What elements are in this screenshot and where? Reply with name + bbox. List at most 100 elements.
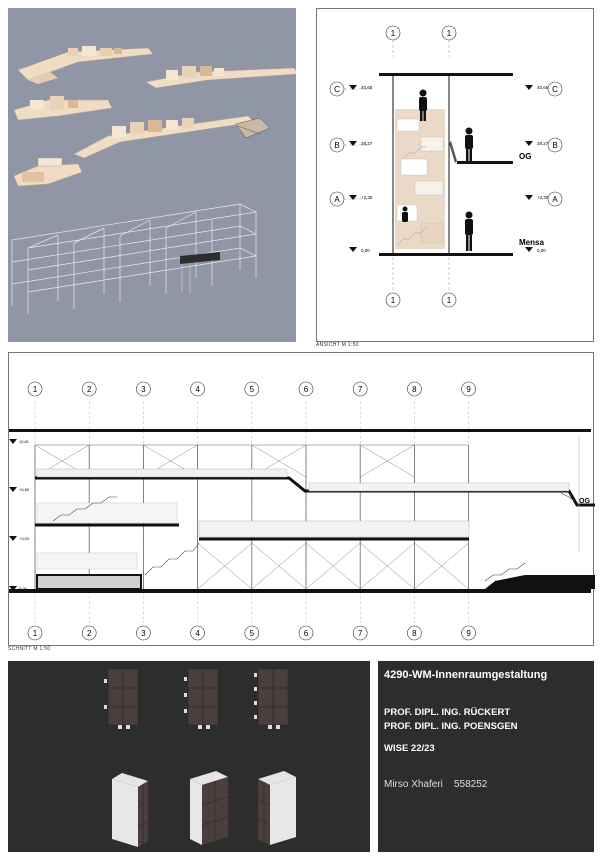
model-lower-left xyxy=(13,157,83,187)
wireframe-opening xyxy=(180,252,220,264)
axis-label: 4 xyxy=(195,629,200,638)
axis-marker-top xyxy=(407,381,422,397)
elevation-markers: 10,81 +6,80 +3,03 0,00 xyxy=(9,439,30,591)
furniture-panel xyxy=(8,661,370,852)
cabinet-drawings xyxy=(104,668,296,847)
axis-marker-top-2: 1 xyxy=(441,25,457,41)
schnitt-caption: SCHNITT M 1:50 xyxy=(8,646,51,652)
professor-1: PROF. DIPL. ING. RÜCKERT xyxy=(384,707,511,718)
model-renderings xyxy=(11,46,299,314)
axis-label: 5 xyxy=(250,385,255,394)
svg-text:+2,30: +2,30 xyxy=(361,195,373,200)
axis-marker-top xyxy=(27,381,43,397)
axis-label: 6 xyxy=(304,629,309,638)
axis-label: 8 xyxy=(412,385,417,394)
svg-text:A: A xyxy=(334,195,340,204)
axis-marker-top xyxy=(190,381,205,397)
axis-label: 2 xyxy=(87,629,92,638)
svg-text:1: 1 xyxy=(447,296,452,305)
figure-people xyxy=(402,89,473,251)
render-panel xyxy=(8,8,299,342)
axis-label: 1 xyxy=(33,629,38,638)
cabinet-front-3 xyxy=(254,668,289,729)
cross-brace xyxy=(251,542,307,590)
axis-label: 7 xyxy=(358,385,363,394)
axis-label: 7 xyxy=(358,629,363,638)
svg-text:10,81: 10,81 xyxy=(19,439,30,444)
stair-middle xyxy=(144,542,200,576)
svg-text:+3,03: +3,03 xyxy=(19,536,30,541)
upper-floor-slab xyxy=(35,476,595,507)
course-title: 4290-WM-Innenraumgestaltung xyxy=(384,669,548,681)
axis-marker-bottom xyxy=(81,625,97,641)
cabinet-iso-3 xyxy=(257,771,296,845)
professor-2: PROF. DIPL. ING. POENSGEN xyxy=(384,721,518,732)
axis-label: 8 xyxy=(412,629,417,638)
axis-marker-top xyxy=(81,381,97,397)
axis-marker-top xyxy=(298,381,314,397)
axis-label: 3 xyxy=(141,385,146,394)
axis-marker-bottom xyxy=(461,625,476,641)
axis-marker-bottom xyxy=(136,625,151,641)
semester: WISE 22/23 xyxy=(384,743,435,754)
axis-marker-top xyxy=(136,381,151,397)
svg-text:0,00: 0,00 xyxy=(361,248,370,253)
svg-text:B: B xyxy=(552,141,557,150)
svg-text:40,65: 40,65 xyxy=(537,85,549,90)
axis-label: 2 xyxy=(87,385,92,394)
svg-text:C: C xyxy=(552,85,558,94)
svg-text:+2,30: +2,30 xyxy=(537,195,549,200)
level-marker-c: C 40,65 C 40,65 xyxy=(329,81,563,97)
svg-text:40,65: 40,65 xyxy=(361,85,373,90)
model-middle-right xyxy=(73,115,271,159)
axis-label: 1 xyxy=(33,385,38,394)
schnitt-label-og: OG xyxy=(579,498,590,505)
level-marker-b: B 38,27 B 38,27 xyxy=(329,137,563,153)
cabinet-front-1 xyxy=(104,668,139,729)
cross-brace xyxy=(414,542,469,590)
svg-text:0,00: 0,00 xyxy=(537,248,546,253)
student-name: Mirso Xhaferi xyxy=(384,779,443,790)
axis-marker-bottom xyxy=(407,625,422,641)
ansicht-section: OG Mensa 0,00 0,00 xyxy=(349,73,546,256)
axis-label: 9 xyxy=(466,629,471,638)
svg-text:1: 1 xyxy=(447,29,452,38)
axis-label: 6 xyxy=(304,385,309,394)
axis-marker-top xyxy=(461,381,476,397)
cross-brace xyxy=(197,542,252,590)
svg-text:C: C xyxy=(334,85,340,94)
axis-label: 4 xyxy=(195,385,200,394)
axis-marker-bottom-1: 1 xyxy=(385,292,401,308)
ansicht-panel: 1 1 C 40,65 C 40,65 B 38,27 B xyxy=(316,8,594,342)
model-top-right xyxy=(145,66,299,89)
svg-text:+6,80: +6,80 xyxy=(19,487,30,492)
ansicht-caption: ANSICHT M 1:50 xyxy=(316,342,359,348)
axis-label: 5 xyxy=(250,629,255,638)
axis-marker-bottom xyxy=(244,625,260,641)
ramp-right xyxy=(485,575,595,589)
svg-text:38,27: 38,27 xyxy=(361,141,373,146)
matriculation-number: 558252 xyxy=(454,779,488,790)
ground-floor-counter xyxy=(36,574,142,590)
axis-marker-bottom xyxy=(190,625,205,641)
axis-marker-top xyxy=(352,381,368,397)
cross-brace xyxy=(360,444,415,478)
axis-marker-bottom xyxy=(298,625,314,641)
svg-text:1: 1 xyxy=(391,296,396,305)
wireframe-structure xyxy=(11,203,258,314)
stair-upper xyxy=(52,496,117,522)
cabinet-iso-1 xyxy=(112,773,149,847)
axis-label: 9 xyxy=(466,385,471,394)
title-block: 4290-WM-Innenraumgestaltung PROF. DIPL. … xyxy=(378,661,594,852)
ground-slab xyxy=(9,589,591,593)
svg-text:A: A xyxy=(552,195,558,204)
label-og: OG xyxy=(519,152,531,161)
svg-text:0,00: 0,00 xyxy=(19,586,28,591)
svg-text:B: B xyxy=(334,141,339,150)
cabinet-front-2 xyxy=(184,668,219,729)
cross-brace xyxy=(305,542,361,590)
axis-marker-top xyxy=(244,381,260,397)
stair-right xyxy=(484,562,526,582)
